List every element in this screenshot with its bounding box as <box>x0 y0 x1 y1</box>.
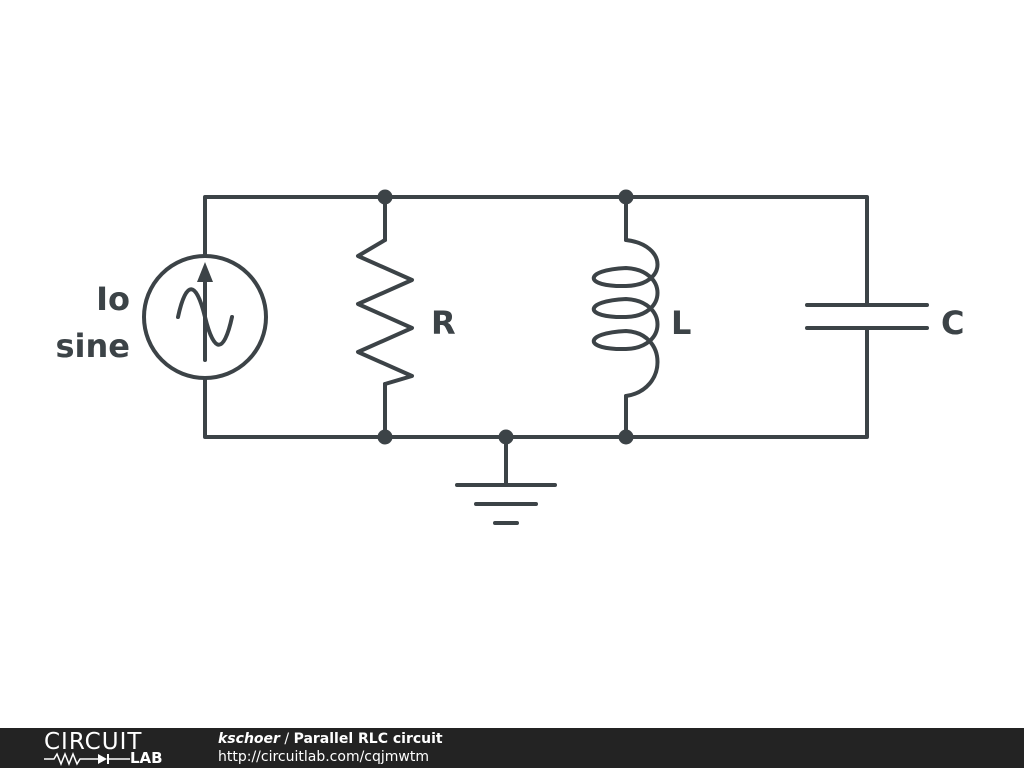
top-wire <box>203 195 869 307</box>
junction-node <box>377 429 393 445</box>
credit-line: kschoer / Parallel RLC circuit <box>218 730 443 748</box>
sine-wave-icon <box>176 287 234 347</box>
inductor-label: L <box>671 304 691 342</box>
junction-node <box>377 189 393 205</box>
logo-text-top: CIRCUIT <box>44 729 143 755</box>
circuit-credit: kschoer / Parallel RLC circuit http://ci… <box>218 730 443 766</box>
circuitlab-logo[interactable]: CIRCUIT LAB <box>44 730 176 768</box>
current-source <box>142 254 268 380</box>
junction-node <box>498 429 514 445</box>
circuit-url-link[interactable]: http://circuitlab.com/cqjmwtm <box>218 749 429 765</box>
circuit-title: Parallel RLC circuit <box>293 731 443 747</box>
logo-text-bottom: LAB <box>130 749 163 767</box>
source-label-line1: Io <box>96 280 130 318</box>
footer-bar: CIRCUIT LAB kschoer / Parallel RLC circu… <box>0 728 1024 768</box>
source-arrow-head <box>197 262 213 282</box>
capacitor-label: C <box>941 304 964 342</box>
wiring <box>203 195 869 487</box>
credit-separator: / <box>279 731 294 747</box>
junction-node <box>618 429 634 445</box>
ground-symbol <box>455 483 557 525</box>
parallel-rlc-schematic: Io sine R L C <box>56 189 964 525</box>
source-circle <box>142 254 268 380</box>
resistor-label: R <box>431 304 456 342</box>
resistor-diode-icon <box>44 752 130 766</box>
resistor-zigzag <box>356 238 414 386</box>
junction-nodes <box>377 189 634 445</box>
source-label-line2: sine <box>56 327 131 365</box>
junction-node <box>618 189 634 205</box>
capacitor <box>805 303 929 330</box>
bottom-wire <box>203 326 869 439</box>
author-link[interactable]: kschoer <box>218 731 280 747</box>
inductor-coil <box>592 238 660 398</box>
